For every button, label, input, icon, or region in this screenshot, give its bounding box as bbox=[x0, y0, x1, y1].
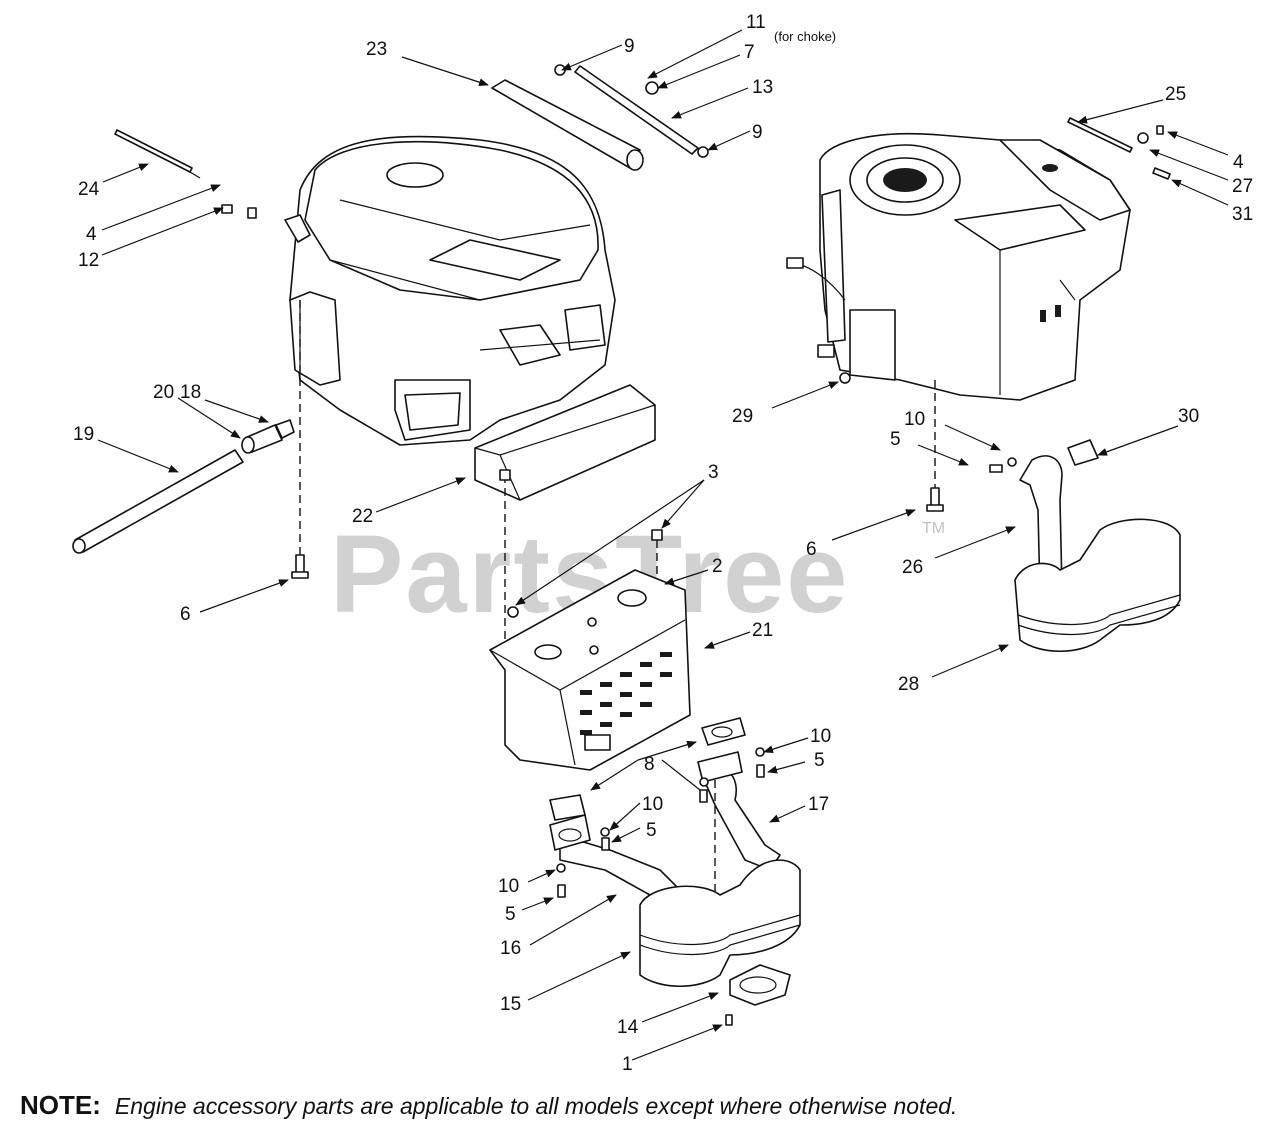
note-text: Engine accessory parts are applicable to… bbox=[114, 1093, 958, 1119]
part-13-fuel-line bbox=[574, 65, 699, 155]
part-5-screw-right-engine bbox=[989, 464, 1003, 473]
callout-10-mid: 10 bbox=[642, 794, 663, 815]
note-label: NOTE: bbox=[20, 1090, 101, 1120]
part-31-spring bbox=[1152, 167, 1171, 180]
callout-7: 7 bbox=[744, 42, 755, 63]
callout-10-left: 10 bbox=[498, 876, 519, 897]
callout-14: 14 bbox=[617, 1017, 639, 1038]
callout-5-mid: 5 bbox=[646, 820, 657, 841]
callout-21: 21 bbox=[752, 620, 773, 641]
part-2-screw-b bbox=[589, 645, 599, 655]
part-10-washer-right bbox=[755, 747, 765, 757]
part-6-bolt-right bbox=[926, 487, 944, 512]
part-28-muffler bbox=[1014, 518, 1181, 653]
part-8-gasket-right bbox=[701, 717, 746, 746]
callout-28: 28 bbox=[898, 674, 919, 695]
callout-13: 13 bbox=[752, 77, 773, 98]
callout-22: 22 bbox=[352, 506, 373, 527]
part-10-washer-right-engine bbox=[1007, 457, 1017, 467]
part-1-screw bbox=[725, 1014, 733, 1026]
part-7-nut bbox=[645, 81, 659, 95]
part-26-exhaust-pipe bbox=[1019, 455, 1063, 596]
callout-5-right: 5 bbox=[814, 750, 825, 771]
callout-11: 11 bbox=[746, 12, 766, 33]
part-3-screw-right bbox=[651, 529, 663, 541]
part-17-exhaust-pipe bbox=[697, 751, 781, 871]
callout-31: 31 bbox=[1232, 204, 1253, 225]
callout-numbers: 23 9 11 (for choke) 7 13 9 24 4 12 18 20… bbox=[73, 12, 1253, 1075]
part-20-elbow bbox=[241, 424, 283, 454]
callout-24: 24 bbox=[78, 179, 100, 200]
callout-6-left: 6 bbox=[180, 604, 191, 625]
part-24-cable bbox=[114, 129, 201, 179]
callout-9-bottom: 9 bbox=[752, 122, 763, 143]
callout-choke-note: (for choke) bbox=[774, 29, 836, 44]
callout-17: 17 bbox=[808, 794, 829, 815]
callout-5-right-engine: 5 bbox=[890, 429, 901, 450]
part-5-screw-right bbox=[756, 764, 765, 778]
callout-10-right: 10 bbox=[810, 726, 831, 747]
callout-1: 1 bbox=[622, 1054, 633, 1075]
part-23-air-tube bbox=[491, 79, 644, 171]
part-18-valve bbox=[275, 419, 295, 439]
callout-6-right: 6 bbox=[806, 539, 817, 560]
part-12-clamp bbox=[221, 204, 233, 214]
callout-3: 3 bbox=[708, 462, 719, 483]
callout-30: 30 bbox=[1178, 406, 1199, 427]
right-engine bbox=[786, 132, 1131, 401]
part-3-screw-upper-left bbox=[499, 469, 511, 481]
callout-4-right: 4 bbox=[1233, 152, 1244, 173]
part-2-screw-a bbox=[587, 617, 597, 627]
callout-19: 19 bbox=[73, 424, 94, 445]
footer-note: NOTE: Engine accessory parts are applicab… bbox=[20, 1090, 1260, 1121]
part-5-screw-pipe bbox=[699, 789, 708, 803]
callout-5-left: 5 bbox=[505, 904, 516, 925]
part-21-muffler-guard bbox=[489, 569, 691, 771]
callout-9-top: 9 bbox=[624, 36, 635, 57]
callout-20: 20 bbox=[153, 382, 174, 403]
part-12-clamp-b bbox=[247, 207, 257, 219]
callout-27: 27 bbox=[1232, 176, 1253, 197]
part-5-screw-left bbox=[557, 884, 566, 898]
callout-2: 2 bbox=[712, 556, 723, 577]
callout-29: 29 bbox=[732, 406, 753, 427]
callout-8: 8 bbox=[644, 754, 655, 775]
watermark-trademark: TM bbox=[922, 520, 945, 537]
callout-23: 23 bbox=[366, 39, 387, 60]
part-19-breather-tube bbox=[72, 449, 244, 554]
part-5-screw-mid bbox=[601, 837, 610, 851]
left-engine bbox=[284, 135, 616, 446]
part-4-screw-right bbox=[1156, 125, 1164, 135]
callout-25: 25 bbox=[1165, 84, 1186, 105]
callout-15: 15 bbox=[500, 994, 521, 1015]
part-3-screw-lower bbox=[507, 606, 519, 618]
leader-lines bbox=[97, 29, 1229, 1061]
part-6-bolt-left bbox=[291, 554, 309, 579]
part-30-gasket bbox=[1067, 439, 1099, 466]
part-10-washer-mid bbox=[600, 827, 610, 837]
part-10-washer-left bbox=[556, 863, 566, 873]
part-15-muffler bbox=[639, 859, 801, 988]
callout-4-left: 4 bbox=[86, 224, 97, 245]
callout-16: 16 bbox=[500, 938, 521, 959]
part-14-spark-arrestor bbox=[729, 964, 791, 1006]
part-27-clamp bbox=[1137, 132, 1149, 144]
callout-10-right-engine: 10 bbox=[904, 409, 925, 430]
part-10-washer-pipe bbox=[699, 777, 709, 787]
callout-18: 18 bbox=[180, 382, 201, 403]
callout-12: 12 bbox=[78, 250, 99, 271]
part-25-cable bbox=[1067, 117, 1133, 153]
part-29-nut bbox=[839, 372, 851, 384]
callout-26: 26 bbox=[902, 557, 923, 578]
part-9-clamp-bottom bbox=[697, 146, 709, 158]
